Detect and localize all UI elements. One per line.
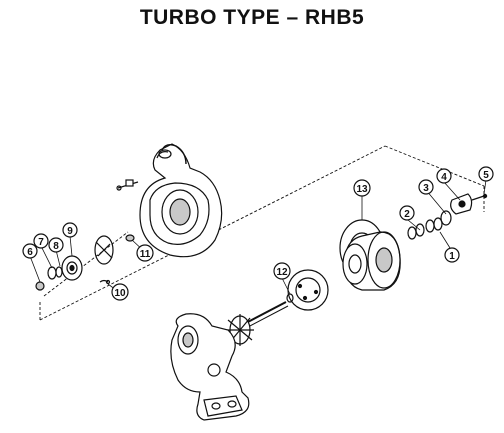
housing-bolt-icon [116,179,139,191]
washer-8 [55,266,63,278]
callout-label: 4 [441,172,447,183]
turbine-housing [170,313,250,421]
washer-3 [440,210,452,226]
callout-6: 6 [22,243,38,259]
callout-label: 2 [404,209,410,220]
callout-7: 7 [33,233,49,249]
callout-4: 4 [436,168,452,184]
callout-label: 6 [27,247,33,258]
snap-ring-10 [99,279,111,285]
callout-label: 12 [276,267,288,278]
compressor-housing [139,143,223,258]
callout-label: 7 [38,237,44,248]
nut-6 [35,281,45,291]
washer-7 [47,266,57,280]
compressor-wheel [94,235,114,265]
screw-5 [471,193,488,201]
callout-3: 3 [418,179,434,195]
callout-11: 11 [136,244,154,262]
thrust-bearing-2 [407,217,443,240]
seal-plate-12 [287,269,329,311]
callout-label: 13 [356,184,368,195]
screw-11 [125,234,135,242]
callout-8: 8 [48,237,64,253]
callout-2: 2 [399,205,415,221]
callout-label: 1 [449,251,455,262]
callout-label: 11 [140,249,151,260]
callout-12: 12 [273,262,291,280]
turbine-wheel [226,314,254,346]
seal-ring-9 [61,255,83,281]
assembly-frame [39,145,485,321]
cover-4 [450,193,473,215]
callout-label: 8 [53,241,59,252]
callout-label: 9 [67,226,73,237]
callout-label: 3 [423,183,429,194]
leader-lines [29,179,487,295]
callout-label: 10 [114,288,126,299]
diagram-title: TURBO TYPE – RHB5 [139,6,365,29]
callout-1: 1 [444,247,460,263]
center-housing [342,231,401,291]
callout-label: 5 [483,170,489,181]
callout-9: 9 [62,222,78,238]
turbine-shaft [243,301,289,329]
callout-5: 5 [478,166,494,182]
callout-10: 10 [111,283,129,301]
callout-13: 13 [353,179,371,197]
